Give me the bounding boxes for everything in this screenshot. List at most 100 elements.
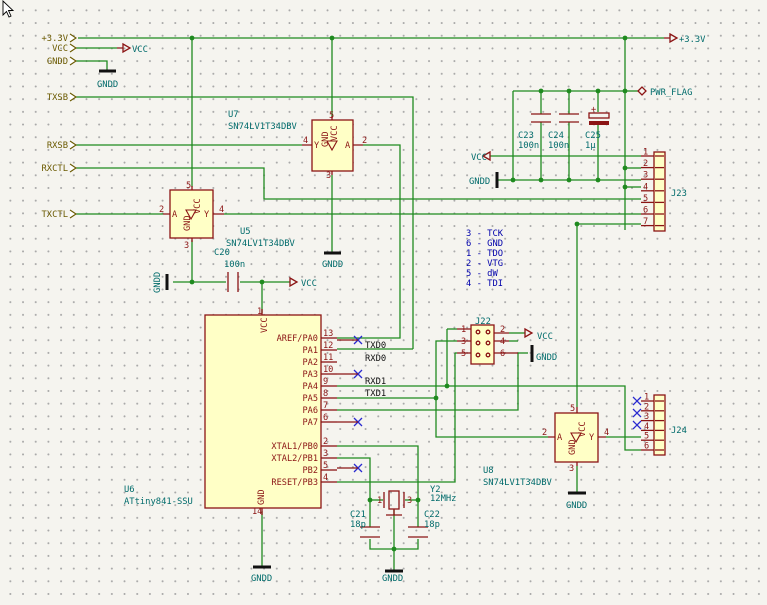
net-rxd0: RXD0: [365, 354, 386, 364]
u6-pin-name: XTAL2/PB1: [271, 454, 318, 464]
c24-ref: C24: [548, 131, 564, 141]
schematic-text: 1 - TDO: [466, 249, 503, 259]
schematic-text: 5 - dW: [466, 269, 498, 279]
vcc-c20-icon: [289, 276, 299, 288]
c23-capacitor[interactable]: C23 100n: [518, 113, 551, 151]
j24-ref: J24: [671, 426, 687, 436]
label-gndd: GNDD: [47, 57, 68, 67]
schematic-text: GND: [568, 439, 578, 455]
j24-pin-number: 1: [644, 393, 649, 403]
u6-pin-name: PA1: [302, 346, 318, 356]
y2-crystal[interactable]: 1 3 Y2 12MHz: [377, 485, 456, 516]
schematic-text: 5: [186, 181, 191, 191]
c21-capacitor[interactable]: C21 18p: [350, 510, 380, 538]
j22-ref: J22: [475, 317, 491, 327]
schematic-text: A: [345, 141, 351, 151]
j23-pin-number: 2: [643, 159, 648, 169]
j23-pin-number: 1: [643, 148, 648, 158]
schematic-text: 14: [252, 507, 262, 517]
schematic-text: Y: [589, 433, 595, 443]
c25-capacitor[interactable]: + C25 1µ: [585, 105, 610, 151]
u6-pin-number: 4: [323, 473, 328, 483]
gndd-u6-label: GNDD: [251, 574, 272, 584]
schematic-text: 4: [219, 205, 224, 215]
vcc-arrow-icon: [117, 42, 132, 54]
j23-pin-number: 6: [643, 206, 648, 216]
j24-pin-number: 6: [644, 442, 649, 452]
schematic-text: 2: [500, 325, 505, 335]
no-connect-markers: [337, 335, 642, 473]
schematic-text: 6: [500, 349, 505, 359]
schematic-text: 2 - VTG: [466, 259, 503, 269]
c23-ref: C23: [518, 131, 534, 141]
schematic-text: 5: [570, 404, 575, 414]
gndd-j23-label: GNDD: [469, 177, 490, 187]
u6-pin-number: 13: [323, 329, 333, 339]
schematic-text: 1: [377, 496, 382, 506]
gndd-u7-label: GNDD: [322, 260, 343, 270]
u5-buffer[interactable]: GND VCC A Y 5 3 2 4 U5 SN74LV1T34DBV: [159, 181, 296, 251]
c24-value: 100n: [548, 141, 569, 151]
gndd-j22-label: GNDD: [536, 353, 557, 363]
c21-ref: C21: [350, 510, 366, 520]
u6-pin-number: 9: [323, 377, 328, 387]
schematic-text: 1: [257, 307, 262, 317]
u6-pin-name: PA2: [302, 358, 318, 368]
schematic-text: Y: [314, 141, 320, 151]
j23-ref: J23: [671, 189, 687, 199]
vcc-j23-label: VCC: [471, 153, 487, 163]
net-txd0: TXD0: [365, 341, 386, 351]
u6-pin-number: 3: [323, 449, 328, 459]
schematic-text: 5: [461, 349, 466, 359]
junctions: [189, 35, 628, 552]
u6-mcu[interactable]: 1 VCC 14 GND U6 ATtiny841-SSU 13AREF/PA0…: [124, 307, 337, 517]
gndd-xtal-label: GNDD: [382, 574, 403, 584]
u6-pin-name: PA6: [302, 406, 318, 416]
schematic-text: 4: [604, 428, 609, 438]
u6-pin-name: XTAL1/PB0: [271, 442, 318, 452]
u6-pin-name: PA5: [302, 394, 318, 404]
schematic-text: VCC: [578, 421, 588, 437]
vcc-j22-icon: [524, 327, 534, 339]
schematic-text: 2: [362, 136, 367, 146]
u6-ref: U6: [124, 485, 135, 495]
label-3v3: +3.3V: [42, 34, 69, 44]
c20-capacitor[interactable]: C20 100n: [214, 248, 245, 292]
net-rxd1: RXD1: [365, 377, 386, 387]
schematic-text: 2: [159, 205, 164, 215]
u6-pin-name: PA4: [302, 382, 318, 392]
c22-value: 18p: [424, 520, 440, 530]
schematic-text: 1: [461, 325, 466, 335]
schematic-text: A: [557, 433, 563, 443]
schematic-text: VCC: [193, 198, 203, 214]
u6-pin-number: 12: [323, 341, 333, 351]
u7-buffer[interactable]: GND VCC Y A 5 3 4 2 U7 SN74LV1T34DBV: [228, 110, 367, 181]
u8-buffer[interactable]: GND VCC A Y 5 3 2 4 U8 SN74LV1T34DBV: [483, 404, 609, 488]
y2-value: 12MHz: [430, 494, 456, 504]
schematic-text: 2: [542, 428, 547, 438]
schematic-text: VCC: [330, 125, 340, 141]
schematic-text: 3: [461, 337, 466, 347]
v33-power-label: +3.3V: [679, 35, 706, 45]
u6-pin-name: PB2: [302, 466, 318, 476]
vcc-power-label: VCC: [132, 45, 148, 55]
vcc-arrow-left-icon: [481, 150, 491, 162]
u6-pin-number: 11: [323, 353, 333, 363]
y2-ref: Y2: [430, 485, 441, 495]
mouse-cursor-icon: [2, 0, 15, 18]
c22-capacitor[interactable]: C22 18p: [408, 510, 440, 538]
u8-value: SN74LV1T34DBV: [483, 478, 553, 488]
v33-arrow-icon: [664, 32, 679, 44]
schematic-text: Y: [204, 210, 210, 220]
pwr-flag-label: PWR_FLAG: [650, 88, 692, 98]
schematic-text: 5: [329, 111, 334, 121]
pinout-note: 3 - TCK 6 - GND 1 - TDO 2 - VTG 5 - dW 4…: [466, 229, 504, 289]
c21-value: 18p: [350, 520, 366, 530]
c24-capacitor[interactable]: C24 100n: [548, 113, 579, 151]
j22-connector[interactable]: 1 2 3 4 5 6 J22: [457, 317, 518, 365]
u6-pin-number: 6: [323, 413, 328, 423]
j24-pin-number: 2: [644, 402, 649, 412]
